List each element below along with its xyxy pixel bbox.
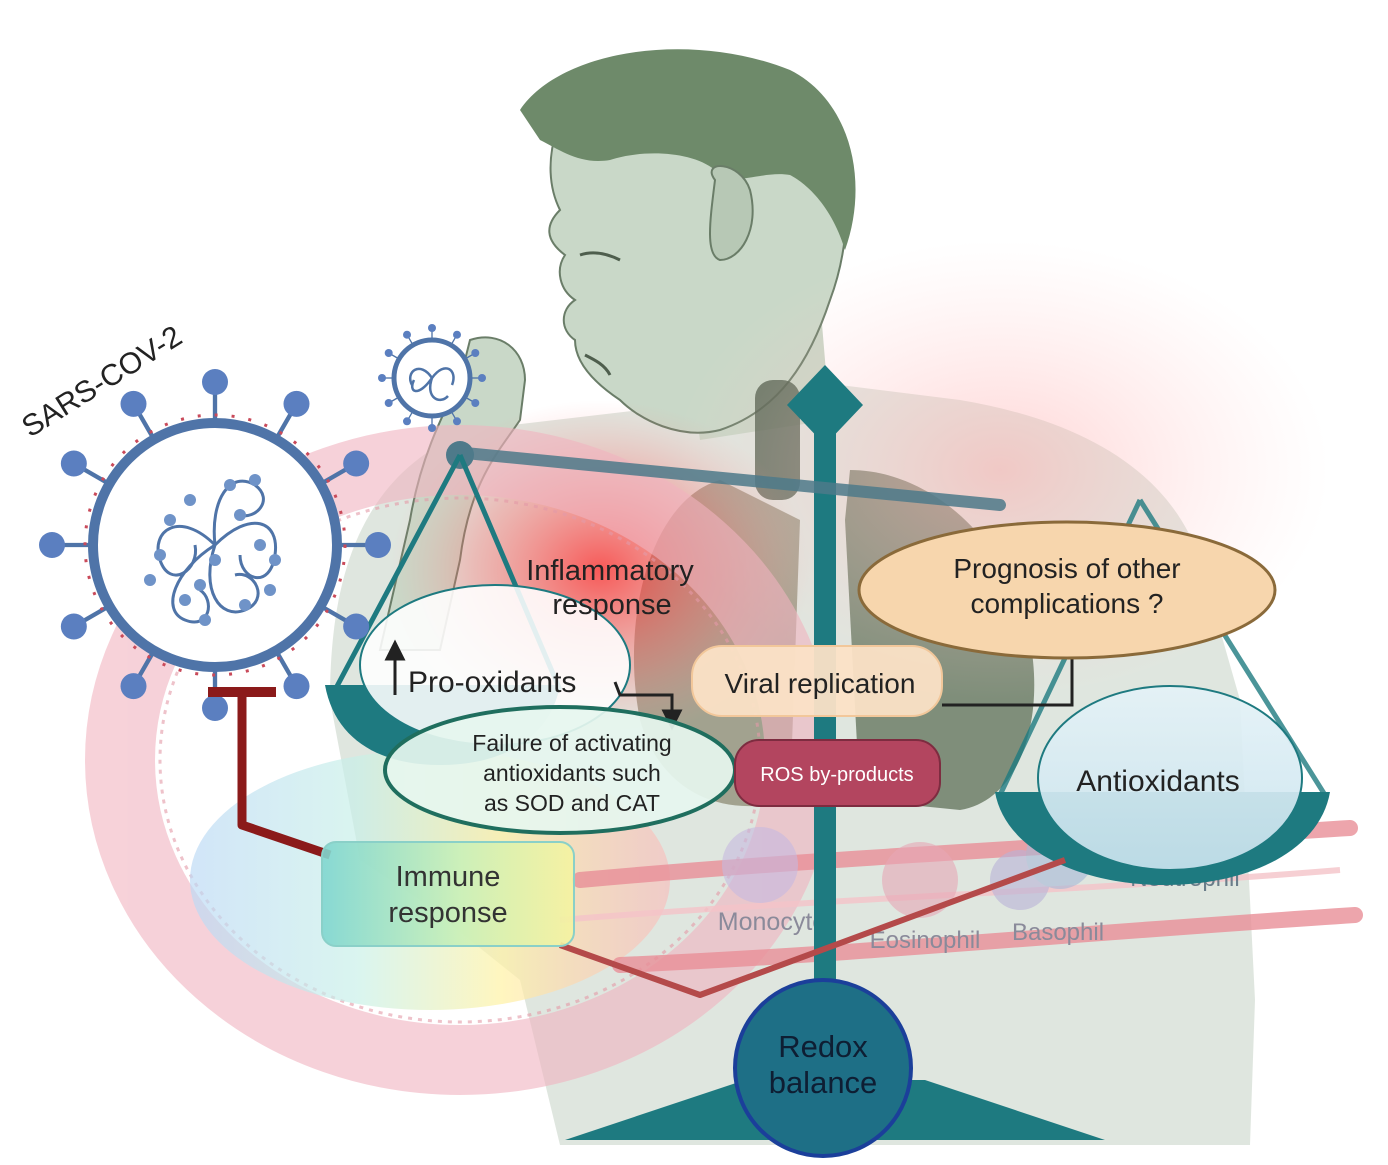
prognosis-ellipse — [857, 520, 1277, 660]
immune-label-line2: response — [388, 897, 507, 929]
eosinophil-cell — [882, 842, 958, 918]
failure-label-line3: as SOD and CAT — [484, 790, 660, 816]
basophil-label: Basophil — [1012, 919, 1104, 946]
redox-label-line2: balance — [769, 1065, 878, 1100]
ros-box — [734, 739, 941, 807]
virus-label: SARS-COV-2 — [16, 320, 188, 444]
immune-response-box — [321, 841, 575, 947]
prognosis-label-line2: complications ? — [971, 588, 1164, 619]
immune-inhibits-virus-line — [237, 692, 332, 860]
hair-shape — [520, 49, 856, 250]
scale-top-diamond — [787, 365, 863, 445]
ros-label: ROS by-products — [760, 764, 913, 786]
failure-label-line1: Failure of activating — [472, 730, 671, 756]
prognosis-label-line1: Prognosis of other — [953, 553, 1180, 584]
mouth-shape — [584, 353, 612, 376]
failure-label-line2: antioxidants such — [483, 760, 661, 786]
prooxidants-to-failure-arrow — [613, 681, 683, 731]
scale-beam — [449, 446, 1006, 511]
monocyte-cell — [722, 827, 798, 903]
eye-shape — [579, 251, 621, 262]
antioxidants-bubble — [1037, 685, 1303, 871]
antioxidants-label: Antioxidants — [1076, 765, 1239, 798]
inflammatory-label-line1: Inflammatory — [526, 555, 694, 587]
virus-small-icon — [378, 324, 486, 432]
virus-nucleocapsid-dots — [144, 474, 281, 626]
immune-label-line1: Immune — [396, 861, 501, 893]
virus-large-icon — [39, 369, 391, 721]
immune-to-cells-line — [558, 857, 1067, 998]
monocyte-label: Monocyte — [718, 908, 826, 936]
viral-replication-label: Viral replication — [725, 668, 916, 699]
redox-label-line1: Redox — [778, 1029, 868, 1064]
redox-balance-circle — [733, 978, 913, 1158]
viral-replication-box — [691, 645, 943, 717]
eosinophil-label: Eosinophil — [870, 927, 981, 954]
prooxidants-label: Pro-oxidants — [408, 666, 576, 699]
inflammatory-label-line2: response — [552, 589, 671, 621]
ear-shape — [709, 165, 754, 262]
